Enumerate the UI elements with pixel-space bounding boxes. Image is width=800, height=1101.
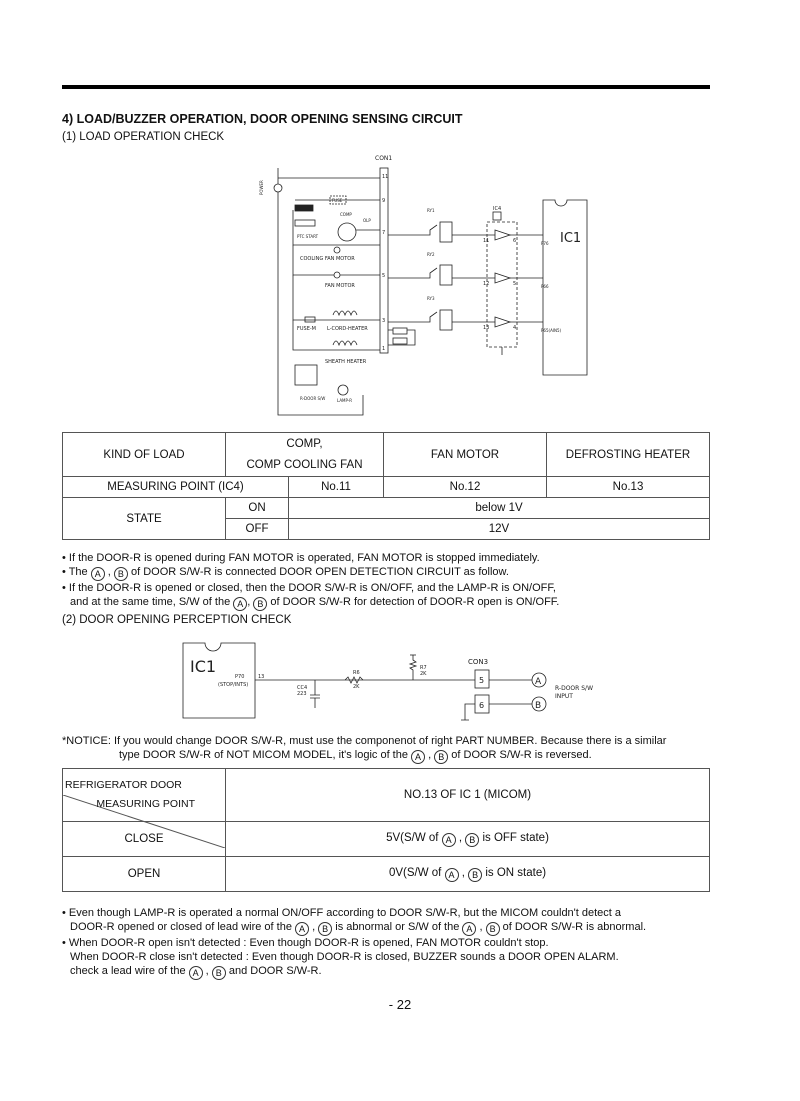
door-table: MEASURING POINT REFRIGERATOR DOOR NO.13 … <box>62 768 710 892</box>
point-no13: No.13 <box>546 476 710 498</box>
point-no11: No.11 <box>288 476 384 498</box>
svg-text:R-DOOR S/W: R-DOOR S/W <box>555 685 593 692</box>
svg-text:POWER: POWER <box>259 180 264 195</box>
close-value: 5V(S/W of A , B is OFF state) <box>225 821 710 857</box>
svg-text:R7: R7 <box>420 665 427 671</box>
svg-text:5: 5 <box>382 273 385 279</box>
point-no12: No.12 <box>383 476 547 498</box>
con1-label: CON1 <box>375 155 392 162</box>
svg-text:CC4: CC4 <box>297 685 307 691</box>
svg-text:6: 6 <box>513 238 516 244</box>
notes-door: • Even though LAMP-R is operated a norma… <box>62 907 647 980</box>
circle-a-icon: A <box>188 966 203 980</box>
svg-text:COMP: COMP <box>340 212 352 217</box>
circle-b-icon: B <box>485 922 500 936</box>
svg-text:P76: P76 <box>541 241 549 246</box>
open-label: OPEN <box>62 856 226 892</box>
svg-text:2K: 2K <box>420 671 427 677</box>
circle-b-icon: B <box>211 966 226 980</box>
load-table: KIND OF LOAD COMP,COMP COOLING FAN FAN M… <box>62 432 710 540</box>
svg-text:L-CORD-HEATER: L-CORD-HEATER <box>327 326 368 332</box>
circle-b-icon: B <box>465 832 480 847</box>
svg-text:SHEATH HEATER: SHEATH HEATER <box>325 359 367 365</box>
svg-text:OLP: OLP <box>363 218 371 223</box>
svg-text:FUSE: FUSE <box>332 198 343 203</box>
diagonal-header-cell: MEASURING POINT REFRIGERATOR DOOR <box>62 768 226 848</box>
svg-text:1: 1 <box>382 346 385 352</box>
notes-load: • If the DOOR-R is opened during FAN MOT… <box>62 552 560 611</box>
circle-a-icon: A <box>233 597 248 611</box>
circle-a-icon: A <box>444 867 459 882</box>
svg-text:7: 7 <box>382 230 385 236</box>
svg-text:RY1: RY1 <box>427 208 435 213</box>
ic1-pin13-header: NO.13 OF IC 1 (MICOM) <box>225 768 710 822</box>
svg-text:A: A <box>535 677 542 687</box>
svg-text:IC4: IC4 <box>493 206 501 212</box>
svg-text:LAMP-R: LAMP-R <box>337 398 352 403</box>
svg-text:R6: R6 <box>353 670 360 676</box>
measuring-point-label: MEASURING POINT (IC4) <box>62 476 289 498</box>
svg-text:P65(AIN5): P65(AIN5) <box>541 328 562 333</box>
svg-text:223: 223 <box>297 691 307 697</box>
svg-text:FAN MOTOR: FAN MOTOR <box>325 283 355 289</box>
svg-text:INPUT: INPUT <box>555 693 573 700</box>
svg-text:CON3: CON3 <box>468 658 488 666</box>
circle-a-icon: A <box>441 832 456 847</box>
svg-text:6: 6 <box>479 701 484 710</box>
svg-text:(STOP/INTS): (STOP/INTS) <box>218 682 248 688</box>
circle-b-icon: B <box>113 567 128 581</box>
circle-b-icon: B <box>253 597 268 611</box>
circle-b-icon: B <box>434 750 449 764</box>
refrigerator-door-header: REFRIGERATOR DOOR <box>65 779 182 791</box>
subheading-door-check: (2) DOOR OPENING PERCEPTION CHECK <box>62 614 292 626</box>
svg-text:P66: P66 <box>541 284 549 289</box>
svg-text:R-DOOR S/W: R-DOOR S/W <box>300 396 325 401</box>
state-on: ON <box>225 497 289 519</box>
circle-a-icon: A <box>295 922 310 936</box>
svg-text:IC1: IC1 <box>190 657 216 676</box>
svg-text:13: 13 <box>258 674 264 680</box>
svg-text:4: 4 <box>513 325 516 331</box>
section-heading: 4) LOAD/BUZZER OPERATION, DOOR OPENING S… <box>62 112 463 126</box>
svg-text:5: 5 <box>513 281 516 287</box>
svg-text:12: 12 <box>483 281 489 287</box>
svg-text:FUSE-M: FUSE-M <box>297 326 316 332</box>
notice: *NOTICE: If you would change DOOR S/W-R,… <box>62 735 667 764</box>
svg-text:RY3: RY3 <box>427 296 435 301</box>
svg-text:PTC START: PTC START <box>297 234 319 239</box>
svg-text:9: 9 <box>382 198 385 204</box>
kind-of-load-header: KIND OF LOAD <box>62 432 226 477</box>
measuring-point-header: MEASURING POINT <box>96 798 195 810</box>
circle-a-icon: A <box>411 750 426 764</box>
circle-a-icon: A <box>90 567 105 581</box>
svg-text:11: 11 <box>483 238 489 244</box>
svg-text:3: 3 <box>382 318 385 324</box>
svg-text:RY2: RY2 <box>427 252 435 257</box>
circle-b-icon: B <box>468 867 483 882</box>
defrost-header: DEFROSTING HEATER <box>546 432 710 477</box>
page-number: - 22 <box>388 997 412 1012</box>
svg-text:2K: 2K <box>353 684 360 690</box>
on-value: below 1V <box>288 497 710 519</box>
svg-text:IC1: IC1 <box>560 231 581 246</box>
subheading-load-check: (1) LOAD OPERATION CHECK <box>62 131 225 143</box>
svg-text:B: B <box>535 701 541 711</box>
state-off: OFF <box>225 518 289 540</box>
state-label: STATE <box>62 497 226 540</box>
svg-text:11: 11 <box>382 174 388 180</box>
circle-b-icon: B <box>318 922 333 936</box>
open-value: 0V(S/W of A , B is ON state) <box>225 856 710 892</box>
svg-text:P70: P70 <box>235 674 244 680</box>
circle-a-icon: A <box>462 922 477 936</box>
off-value: 12V <box>288 518 710 540</box>
svg-text:13: 13 <box>483 325 489 331</box>
comp-header: COMP,COMP COOLING FAN <box>225 432 384 477</box>
svg-text:5: 5 <box>479 676 484 685</box>
svg-text:COOLING FAN MOTOR: COOLING FAN MOTOR <box>300 256 355 262</box>
top-rule <box>62 85 710 89</box>
fan-motor-header: FAN MOTOR <box>383 432 547 477</box>
